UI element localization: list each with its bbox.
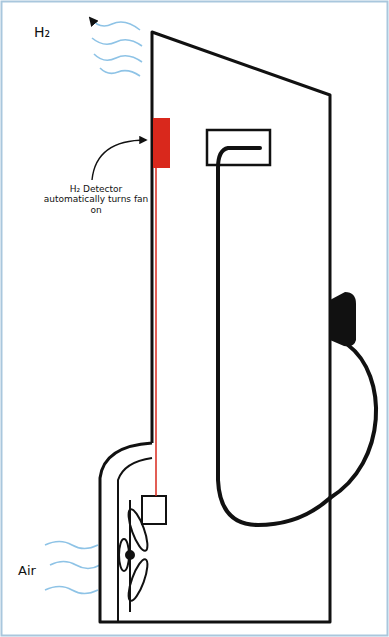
fan-unit: [118, 458, 166, 622]
dispenser-body: [100, 32, 330, 622]
hydrogen-flow: [90, 18, 142, 76]
air-flow: [45, 542, 100, 594]
callout-text: H₂ Detector automatically turns fan on: [40, 184, 152, 215]
hose-outer: [330, 345, 376, 498]
flow-label: H₂: [34, 24, 74, 40]
h2-detector: [153, 118, 170, 168]
signal-wire: [155, 168, 157, 496]
hose: [218, 148, 330, 525]
flow-label: Air: [18, 564, 54, 579]
nozzle: [330, 292, 356, 346]
leader-line: [92, 140, 146, 180]
